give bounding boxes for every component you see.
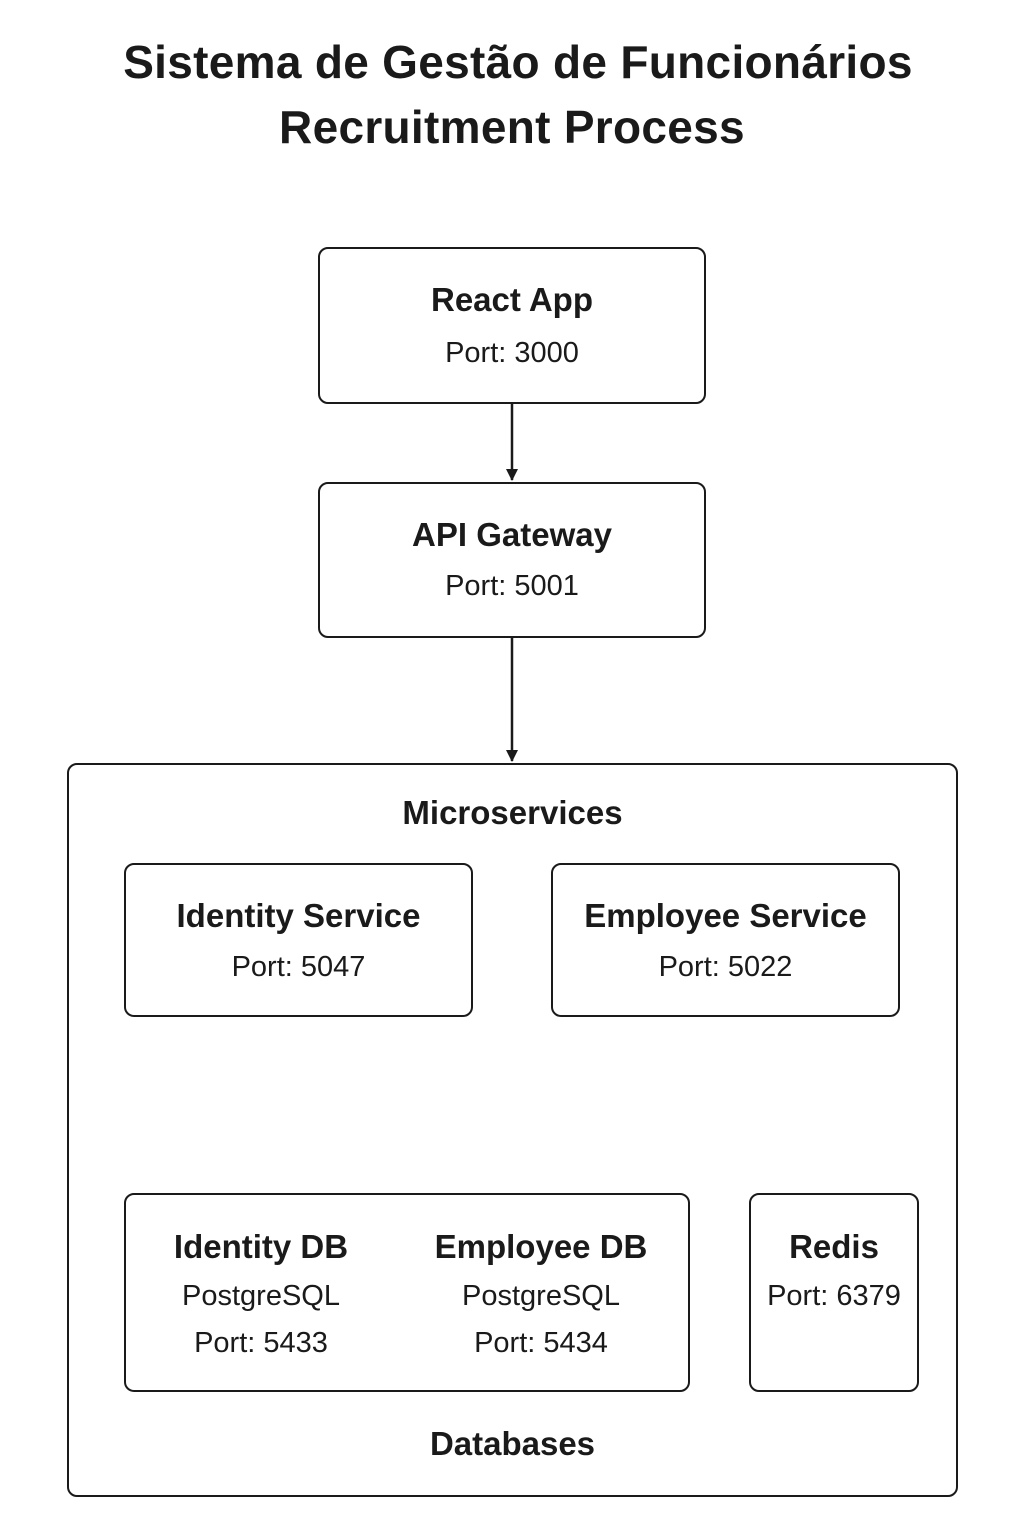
- employee-db-port: Port: 5434: [474, 1327, 608, 1359]
- employee-db-engine: PostgreSQL: [462, 1280, 620, 1312]
- redis-name: Redis: [789, 1228, 879, 1265]
- api-gateway-name: API Gateway: [412, 516, 612, 553]
- identity-service-port: Port: 5047: [231, 951, 366, 983]
- identity-db-engine: PostgreSQL: [182, 1280, 340, 1312]
- identity-service-name: Identity Service: [176, 897, 421, 934]
- identity-service-node: Identity Service Port: 5047: [124, 863, 473, 1017]
- diagram-title: Sistema de Gestão de Funcionários: [123, 36, 913, 88]
- employee-db-node: Employee DB PostgreSQL Port: 5434: [404, 1195, 678, 1394]
- api-gateway-port: Port: 5001: [445, 570, 579, 602]
- identity-db-node: Identity DB PostgreSQL Port: 5433: [126, 1195, 396, 1394]
- redis-port: Port: 6379: [767, 1280, 901, 1312]
- employee-service-port: Port: 5022: [658, 951, 793, 983]
- identity-db-port: Port: 5433: [194, 1327, 328, 1359]
- employee-service-node: Employee Service Port: 5022: [551, 863, 900, 1017]
- identity-db-name: Identity DB: [173, 1228, 349, 1265]
- react-app-name: React App: [431, 281, 593, 318]
- microservices-label: Microservices: [402, 794, 623, 831]
- react-app-port: Port: 3000: [445, 337, 579, 369]
- react-app-node: React App Port: 3000: [318, 247, 706, 404]
- employee-db-name: Employee DB: [434, 1228, 648, 1265]
- databases-box: Identity DB PostgreSQL Port: 5433 Employ…: [124, 1193, 690, 1392]
- employee-service-name: Employee Service: [584, 897, 867, 934]
- diagram-subtitle: Recruitment Process: [279, 101, 745, 153]
- databases-label: Databases: [429, 1425, 596, 1462]
- redis-node: Redis Port: 6379: [749, 1193, 919, 1392]
- api-gateway-node: API Gateway Port: 5001: [318, 482, 706, 638]
